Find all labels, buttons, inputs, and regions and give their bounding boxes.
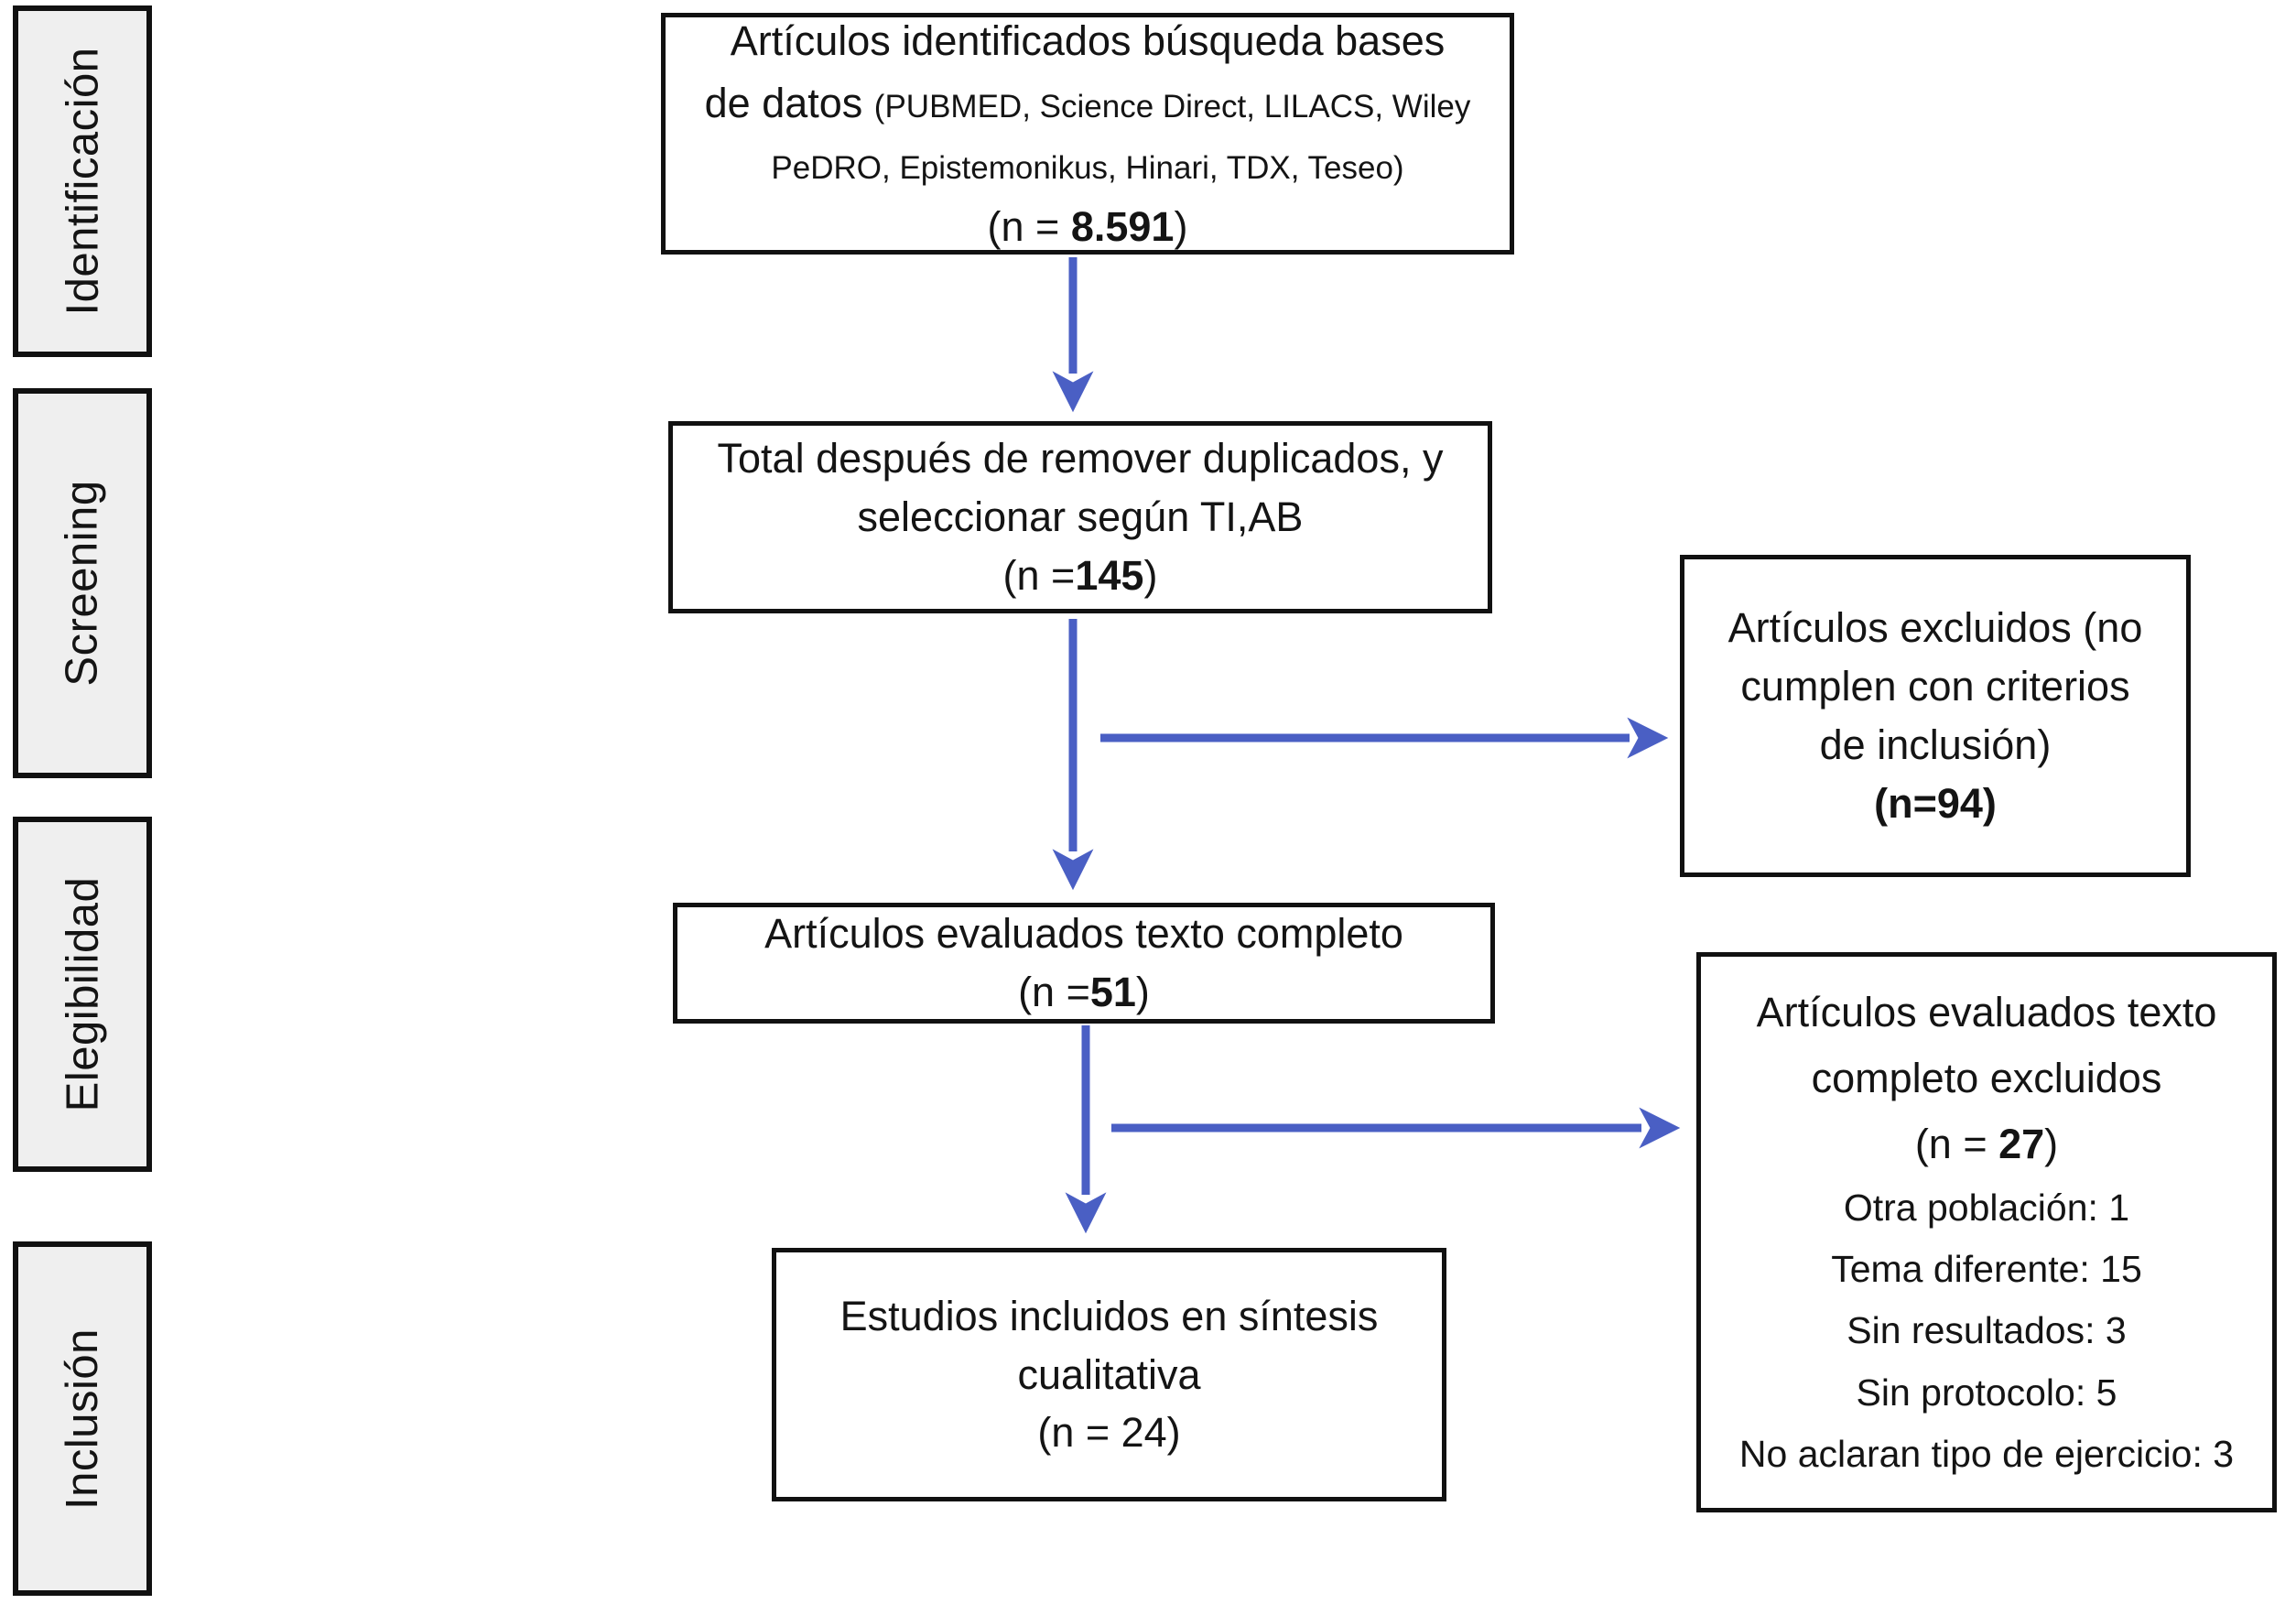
excluded-fulltext-line1: Artículos evaluados texto (1756, 988, 2217, 1035)
excluded-fulltext-n-value: 27 (1998, 1120, 2045, 1167)
stage-label-text: Identificación (58, 47, 108, 316)
box-included-studies: Estudios incluidos en síntesis cualitati… (772, 1248, 1446, 1501)
box-excluded-screening: Artículos excluidos (no cumplen con crit… (1680, 555, 2191, 877)
identified-line2-main: de datos (704, 79, 874, 126)
excluded-screening-line1: Artículos excluidos (no (1727, 604, 2143, 652)
fulltext-line1: Artículos evaluados texto completo (764, 910, 1403, 958)
stage-label-eligibility: Elegibilidad (13, 817, 152, 1172)
exclusion-reason: Tema diferente: 15 (1831, 1248, 2142, 1291)
exclusion-reason: Sin resultados: 3 (1847, 1309, 2127, 1352)
included-line1: Estudios incluidos en síntesis (839, 1292, 1379, 1339)
box-fulltext-text: Artículos evaluados texto completo (n =5… (764, 905, 1403, 1022)
box-identified-records: Artículos identificados búsqueda bases d… (661, 13, 1514, 255)
fulltext-n-suffix: ) (1135, 969, 1150, 1015)
included-line2: cualitativa (1017, 1350, 1201, 1398)
stage-label-text: Elegibilidad (58, 876, 107, 1112)
dedup-line2: seleccionar según TI,AB (857, 493, 1304, 541)
excluded-screening-line3: de inclusión) (1819, 721, 2052, 768)
exclusion-reason: Otra población: 1 (1843, 1186, 2130, 1229)
fulltext-n-prefix: (n = (1018, 969, 1090, 1015)
box-dedup-text: Total después de remover duplicados, y s… (718, 429, 1444, 605)
identified-line2-detail: (PUBMED, Science Direct, LILACS, Wiley (873, 88, 1471, 125)
dedup-n-value: 145 (1075, 551, 1144, 599)
dedup-n-prefix: (n = (1002, 551, 1076, 599)
stage-label-screening: Screening (13, 388, 152, 778)
included-n: (n = 24) (1037, 1409, 1181, 1457)
identified-n-value: 8.591 (1070, 202, 1175, 250)
identified-n-prefix: (n = (987, 202, 1071, 250)
box-excluded-fulltext-text: Artículos evaluados texto completo exclu… (1739, 980, 2234, 1485)
box-after-duplicates-removed: Total después de remover duplicados, y s… (668, 421, 1492, 613)
box-identified-text: Artículos identificados búsqueda bases d… (705, 10, 1471, 257)
stage-label-inclusion: Inclusión (13, 1241, 152, 1596)
excluded-fulltext-n-prefix: (n = (1914, 1120, 1999, 1167)
stage-label-text: Screening (58, 480, 107, 687)
dedup-line1: Total después de remover duplicados, y (717, 435, 1444, 482)
stage-label-text: Inclusión (58, 1328, 107, 1510)
excluded-screening-n: (n=94) (1874, 779, 1997, 827)
box-excluded-fulltext: Artículos evaluados texto completo exclu… (1696, 952, 2277, 1512)
box-included-text: Estudios incluidos en síntesis cualitati… (840, 1287, 1379, 1463)
fulltext-n-value: 51 (1089, 969, 1136, 1015)
dedup-n-suffix: ) (1143, 551, 1158, 599)
identified-line1: Artículos identificados búsqueda bases (730, 17, 1446, 64)
excluded-fulltext-line2: completo excluidos (1811, 1054, 2162, 1101)
box-excluded-screening-text: Artículos excluidos (no cumplen con crit… (1728, 599, 2143, 833)
exclusion-reason: Sin protocolo: 5 (1856, 1371, 2117, 1414)
identified-line3-detail: PeDRO, Epistemonikus, Hinari, TDX, Teseo… (771, 150, 1404, 186)
exclusion-reason: No aclaran tipo de ejercicio: 3 (1738, 1432, 2235, 1475)
excluded-fulltext-n-suffix: ) (2044, 1120, 2059, 1167)
stage-label-identification: Identificación (13, 5, 152, 357)
identified-n-suffix: ) (1174, 202, 1188, 250)
box-fulltext-assessed: Artículos evaluados texto completo (n =5… (673, 903, 1495, 1024)
excluded-screening-line2: cumplen con criterios (1740, 663, 2130, 710)
